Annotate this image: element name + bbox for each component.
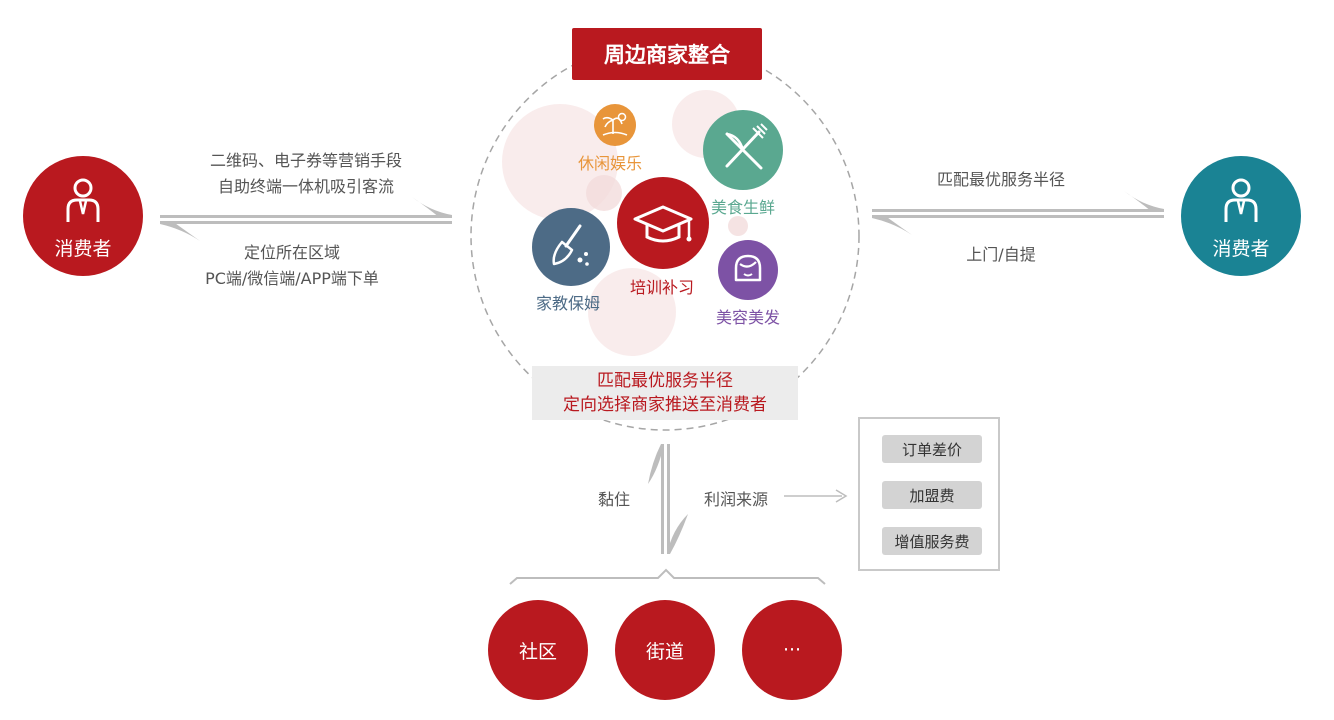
- graduation-cap-icon: [617, 177, 709, 269]
- match-box: 匹配最优服务半径 定向选择商家推送至消费者: [532, 366, 798, 420]
- left-arrow: [160, 197, 452, 241]
- consumer-left: 消费者: [23, 156, 143, 276]
- match-line: 匹配最优服务半径: [597, 371, 733, 391]
- vertical-arrow: [648, 444, 688, 554]
- broom-icon: [532, 208, 610, 286]
- left-top-line: 二维码、电子券等营销手段: [209, 151, 402, 170]
- profit-label: 利润来源: [704, 490, 769, 509]
- profit-item: 加盟费: [882, 481, 982, 509]
- title-banner: 周边商家整合: [572, 28, 762, 80]
- left-bottom-line: 定位所在区域: [243, 243, 340, 262]
- category-label: 家教保姆: [536, 294, 601, 313]
- node-street: 街道: [615, 600, 715, 700]
- profit-arrow-head: [835, 489, 848, 503]
- left-top-text: 二维码、电子券等营销手段 自助终端一体机吸引客流: [160, 148, 452, 200]
- consumer-right-label: 消费者: [1212, 238, 1270, 260]
- sticky-label: 黏住: [598, 490, 631, 509]
- node-community: 社区: [488, 600, 588, 700]
- person-icon: [1224, 178, 1258, 222]
- bubble: [728, 216, 748, 236]
- right-arrow: [872, 191, 1164, 235]
- consumer-right: 消费者: [1181, 156, 1301, 276]
- bubble: [586, 175, 622, 211]
- fork-knife-icon: [703, 110, 783, 190]
- profit-item: 增值服务费: [882, 527, 982, 555]
- profit-box: 订单差价 加盟费 增值服务费: [858, 417, 1000, 571]
- category-label: 美容美发: [716, 308, 781, 327]
- palm-beach-icon: [594, 104, 636, 146]
- category-label: 培训补习: [630, 278, 695, 297]
- consumer-left-label: 消费者: [54, 238, 112, 260]
- match-line: 定向选择商家推送至消费者: [563, 395, 767, 415]
- category-label: 休闲娱乐: [578, 154, 643, 173]
- profit-item: 订单差价: [882, 435, 982, 463]
- left-top-line: 自助终端一体机吸引客流: [217, 177, 394, 196]
- right-top-text: 匹配最优服务半径: [936, 170, 1065, 189]
- right-bottom-text: 上门/自提: [966, 245, 1036, 264]
- left-bottom-line: PC端/微信端/APP端下单: [205, 269, 379, 288]
- brace: [509, 568, 826, 585]
- woman-face-icon: [718, 240, 778, 300]
- node-more: ···: [742, 600, 842, 700]
- person-icon: [66, 178, 100, 222]
- bubble: [588, 268, 676, 356]
- left-bottom-text: 定位所在区域 PC端/微信端/APP端下单: [146, 240, 438, 292]
- category-label: 美食生鲜: [711, 198, 776, 217]
